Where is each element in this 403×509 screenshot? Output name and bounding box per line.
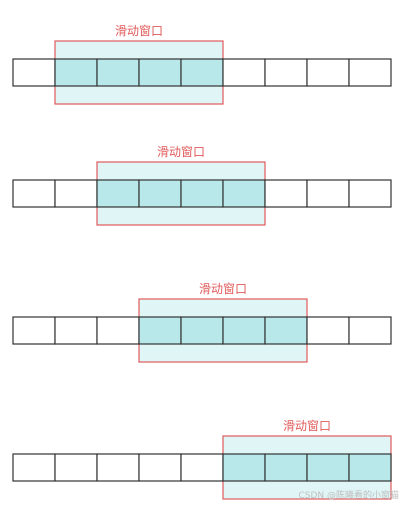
array-cell — [12, 58, 56, 87]
window-cell — [180, 316, 224, 345]
array-cell — [54, 453, 98, 482]
array-cell — [54, 179, 98, 208]
array-cell — [348, 58, 392, 87]
array-row-1: 滑动窗口 — [12, 24, 392, 105]
array-cell — [12, 179, 56, 208]
window-cell — [222, 453, 266, 482]
sliding-window-label: 滑动窗口 — [283, 419, 331, 433]
sliding-window-label: 滑动窗口 — [157, 145, 205, 159]
array-cell — [348, 316, 392, 345]
array-cell — [96, 453, 140, 482]
window-cell — [264, 453, 308, 482]
watermark: CSDN @陈曦看的小窗猫 — [298, 491, 399, 501]
array-cell — [264, 179, 308, 208]
sliding-window-label: 滑动窗口 — [199, 282, 247, 296]
array-row-3: 滑动窗口 — [12, 282, 392, 363]
array-cell — [306, 316, 350, 345]
window-cell — [96, 58, 140, 87]
array-cell — [12, 316, 56, 345]
window-cell — [264, 316, 308, 345]
window-cell — [54, 58, 98, 87]
window-cell — [222, 179, 266, 208]
array-cell — [306, 179, 350, 208]
array-row-4: 滑动窗口 — [12, 419, 392, 500]
sliding-window-label: 滑动窗口 — [115, 24, 163, 38]
array-cell — [180, 453, 224, 482]
window-cell — [222, 316, 266, 345]
window-cell — [180, 179, 224, 208]
array-cell — [138, 453, 182, 482]
array-cell — [54, 316, 98, 345]
window-cell — [96, 179, 140, 208]
array-cell — [12, 453, 56, 482]
array-cell — [96, 316, 140, 345]
window-cell — [348, 453, 392, 482]
array-cell — [222, 58, 266, 87]
window-cell — [138, 179, 182, 208]
window-cell — [138, 58, 182, 87]
window-cell — [306, 453, 350, 482]
array-cell — [348, 179, 392, 208]
array-row-2: 滑动窗口 — [12, 145, 392, 226]
window-cell — [180, 58, 224, 87]
array-cell — [306, 58, 350, 87]
window-cell — [138, 316, 182, 345]
array-cell — [264, 58, 308, 87]
